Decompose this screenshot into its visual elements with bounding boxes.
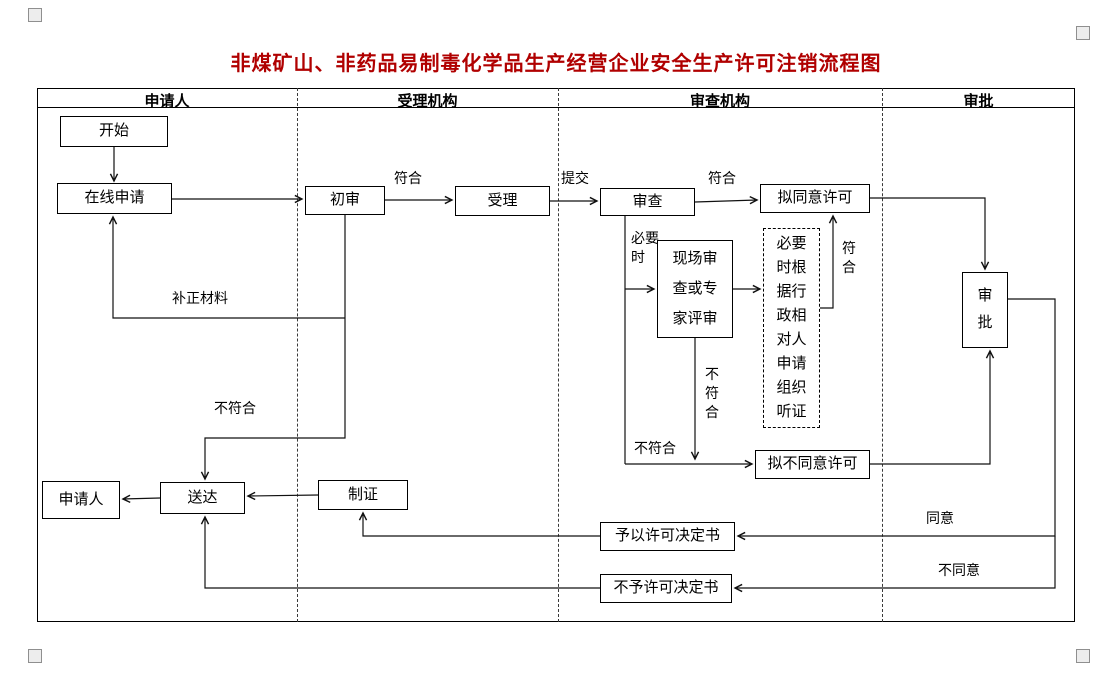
edge-label-not-conform-review: 不符合 xyxy=(634,442,676,457)
lane-header-review-agency: 审查机构 xyxy=(689,94,750,110)
lane-divider xyxy=(297,88,298,622)
lane-header-applicant: 申请人 xyxy=(144,94,190,110)
node-deliver: 送达 xyxy=(160,482,245,514)
edge-label-conform-1: 符合 xyxy=(394,172,422,187)
page-corner-mark xyxy=(1076,649,1090,663)
lane-header-approval: 审批 xyxy=(963,94,994,110)
edge-label-submit: 提交 xyxy=(561,172,589,187)
node-onsite-or-expert: 现场审查或专家评审 xyxy=(657,240,733,338)
edge-label-when-necessary: 必要时 xyxy=(631,232,659,266)
node-approval: 审批 xyxy=(962,272,1008,348)
node-review: 审查 xyxy=(600,188,695,216)
edge-label-not-conform-initial: 不符合 xyxy=(214,402,256,417)
edge-label-conform-2: 符合 xyxy=(708,172,736,187)
node-applicant: 申请人 xyxy=(42,481,120,519)
page-corner-mark xyxy=(1076,26,1090,40)
node-start: 开始 xyxy=(60,116,168,147)
edge-label-conform-3: 符合 xyxy=(842,242,856,276)
page-corner-mark xyxy=(28,8,42,22)
lane-header-divider xyxy=(37,107,1075,108)
node-deny-decision: 不予许可决定书 xyxy=(600,574,732,603)
page-corner-mark xyxy=(28,649,42,663)
flowchart-frame xyxy=(37,88,1075,622)
lane-divider xyxy=(882,88,883,622)
lane-header-accepting-agency: 受理机构 xyxy=(397,94,458,110)
node-hearing-note: 必要时根据行政相对人申请组织听证 xyxy=(763,228,820,428)
edge-label-not-conform-site: 不符合 xyxy=(705,368,719,421)
edge-label-disagree: 不同意 xyxy=(938,564,980,579)
node-make-certificate: 制证 xyxy=(318,480,408,510)
node-propose-approve: 拟同意许可 xyxy=(760,184,870,213)
lane-divider xyxy=(558,88,559,622)
edge-label-supplement-materials: 补正材料 xyxy=(172,292,228,307)
node-accept: 受理 xyxy=(455,186,550,216)
node-initial-review: 初审 xyxy=(305,186,385,215)
node-propose-disapprove: 拟不同意许可 xyxy=(755,450,870,479)
node-online-apply: 在线申请 xyxy=(57,183,172,214)
page-title: 非煤矿山、非药品易制毒化学品生产经营企业安全生产许可注销流程图 xyxy=(230,53,882,75)
node-grant-decision: 予以许可决定书 xyxy=(600,522,735,551)
edge-label-agree: 同意 xyxy=(926,512,954,527)
